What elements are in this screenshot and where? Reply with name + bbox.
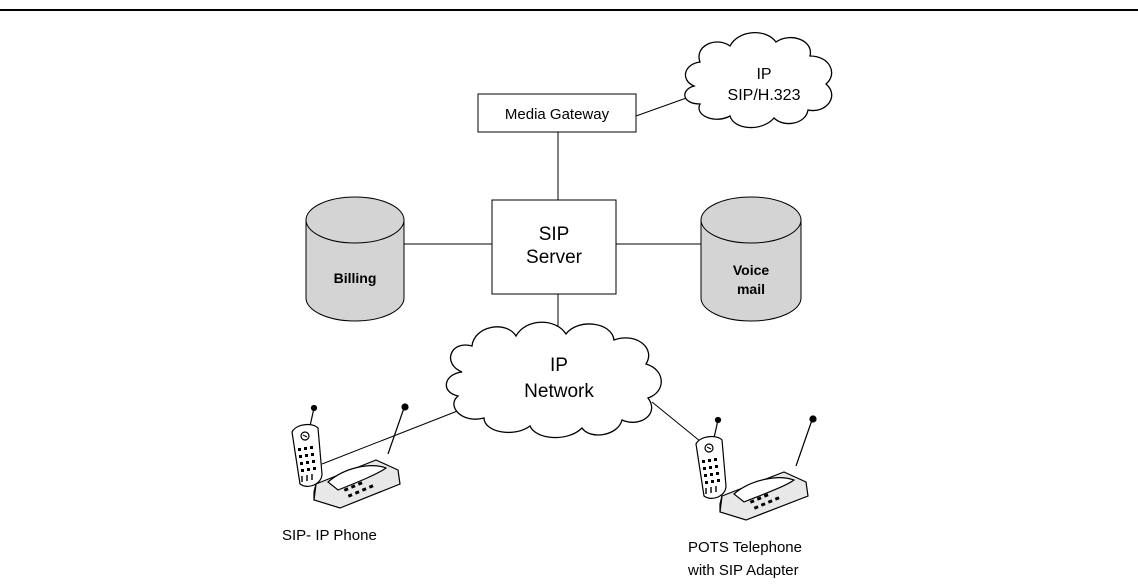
sip-server-line2: Server: [526, 247, 583, 268]
sip-ip-phone-label: SIP- IP Phone: [282, 527, 377, 544]
ip-cloud-line2: SIP/H.323: [728, 87, 801, 104]
network-cloud-line2: Network: [524, 381, 594, 402]
phone-icon: [695, 415, 817, 521]
billing-cylinder-top: [305, 196, 405, 244]
billing-label: Billing: [334, 270, 377, 286]
pots-phone-line1: POTS Telephone: [688, 539, 802, 556]
voicemail-line1: Voice: [733, 262, 770, 278]
billing-database: Billing: [305, 196, 405, 322]
pots-phone-line2: with SIP Adapter: [687, 562, 799, 579]
sip-server: SIP Server: [491, 199, 617, 295]
media-gateway-label: Media Gateway: [505, 106, 610, 123]
cloud-shape: [684, 32, 833, 129]
media-gateway: Media Gateway: [477, 93, 637, 133]
network-to-sip-phone-line: [321, 409, 461, 465]
connectors: [321, 95, 707, 465]
network-cloud-shape: [445, 321, 662, 439]
sip-server-box: [491, 199, 617, 295]
phone-icon: [291, 403, 409, 509]
network-cloud-line1: IP: [550, 355, 568, 376]
voicemail-cylinder-top: [700, 196, 802, 244]
voicemail-line2: mail: [737, 281, 765, 297]
voicemail-cylinder-body: [700, 219, 802, 322]
ip-cloud-line1: IP: [756, 66, 771, 83]
pots-telephone: POTS Telephone with SIP Adapter: [687, 415, 817, 579]
ip-sip-h323-cloud: IP SIP/H.323: [684, 32, 833, 129]
sip-ip-phone: SIP- IP Phone: [282, 403, 409, 544]
media-gateway-box: [477, 93, 637, 133]
gateway-to-ip-cloud-line: [635, 95, 693, 117]
ip-network-cloud: IP Network: [445, 321, 662, 439]
voicemail-database: Voice mail: [700, 196, 802, 322]
network-to-pots-phone-line: [651, 401, 707, 447]
sip-server-line1: SIP: [539, 224, 570, 245]
billing-cylinder-body: [305, 219, 405, 322]
